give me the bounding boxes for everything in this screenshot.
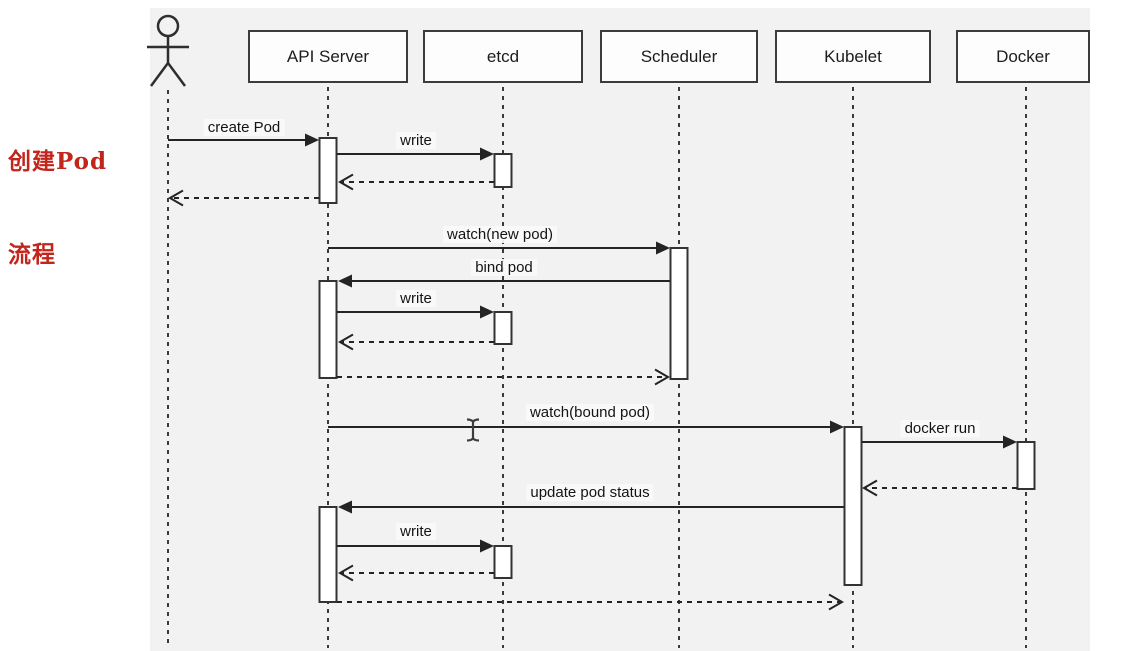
message-label-write-1: write bbox=[396, 132, 436, 149]
diagram-background bbox=[150, 8, 1090, 651]
arrowhead-create-pod bbox=[305, 133, 319, 147]
arrowhead-docker-run bbox=[1003, 435, 1017, 449]
participant-label-scheduler: Scheduler bbox=[640, 46, 718, 66]
caption-line-2: 流程 bbox=[8, 241, 56, 268]
openhead-api-to-kubelet bbox=[828, 593, 845, 611]
activation-kubelet bbox=[843, 426, 863, 586]
arrowhead-write-2 bbox=[480, 305, 494, 319]
caption-line-1: 创建Pod bbox=[8, 148, 108, 175]
return-arrows bbox=[172, 181, 1017, 603]
activation-api-3 bbox=[318, 506, 338, 603]
arrowhead-write-1 bbox=[480, 147, 494, 161]
participant-label-etcd: etcd bbox=[486, 46, 520, 66]
text-ibeam-cursor bbox=[466, 418, 480, 442]
activation-scheduler bbox=[669, 247, 689, 380]
arrowhead-watch-new-pod bbox=[656, 241, 670, 255]
participant-box-kubelet: Kubelet bbox=[775, 30, 931, 83]
message-label-docker-run: docker run bbox=[900, 420, 980, 437]
activation-api-2 bbox=[318, 280, 338, 379]
participant-box-api-server: API Server bbox=[248, 30, 408, 83]
activation-api-1 bbox=[318, 137, 338, 204]
message-label-update-pod-status: update pod status bbox=[526, 484, 654, 501]
arrowhead-write-3 bbox=[480, 539, 494, 553]
participant-box-docker: Docker bbox=[956, 30, 1090, 83]
caption-create-pod-flow: 创建Pod 流程 bbox=[8, 84, 107, 332]
message-label-create-pod: create Pod bbox=[203, 119, 285, 136]
participant-box-etcd: etcd bbox=[423, 30, 583, 83]
participant-label-api-server: API Server bbox=[286, 46, 370, 66]
sync-arrowheads bbox=[305, 133, 1017, 553]
message-label-watch-new-pod: watch(new pod) bbox=[443, 226, 557, 243]
arrowhead-update-pod-status bbox=[338, 500, 352, 514]
openhead-etcd-to-api-3 bbox=[337, 564, 354, 582]
participant-box-scheduler: Scheduler bbox=[600, 30, 758, 83]
return-arrowheads bbox=[167, 173, 878, 611]
message-label-write-3: write bbox=[396, 523, 436, 540]
sync-arrows bbox=[168, 139, 1004, 547]
openhead-api-to-scheduler bbox=[654, 368, 671, 386]
activation-etcd-3 bbox=[493, 545, 513, 579]
activation-docker bbox=[1016, 441, 1036, 490]
actor-stick-figure-icon bbox=[147, 14, 189, 87]
arrowhead-watch-bound-pod bbox=[830, 420, 844, 434]
participant-label-kubelet: Kubelet bbox=[824, 46, 882, 66]
activation-etcd-2 bbox=[493, 311, 513, 345]
openhead-docker-to-kubelet bbox=[861, 479, 878, 497]
participant-label-docker: Docker bbox=[996, 46, 1050, 66]
activation-etcd-1 bbox=[493, 153, 513, 188]
openhead-etcd-to-api-2 bbox=[337, 333, 354, 351]
message-label-bind-pod: bind pod bbox=[471, 259, 537, 276]
arrowhead-bind-pod bbox=[338, 274, 352, 288]
message-label-watch-bound-pod: watch(bound pod) bbox=[525, 404, 655, 421]
openhead-etcd-to-api-1 bbox=[337, 173, 354, 191]
activation-bars bbox=[318, 137, 1036, 603]
message-label-write-2: write bbox=[396, 290, 436, 307]
openhead-api-to-actor bbox=[167, 189, 184, 207]
